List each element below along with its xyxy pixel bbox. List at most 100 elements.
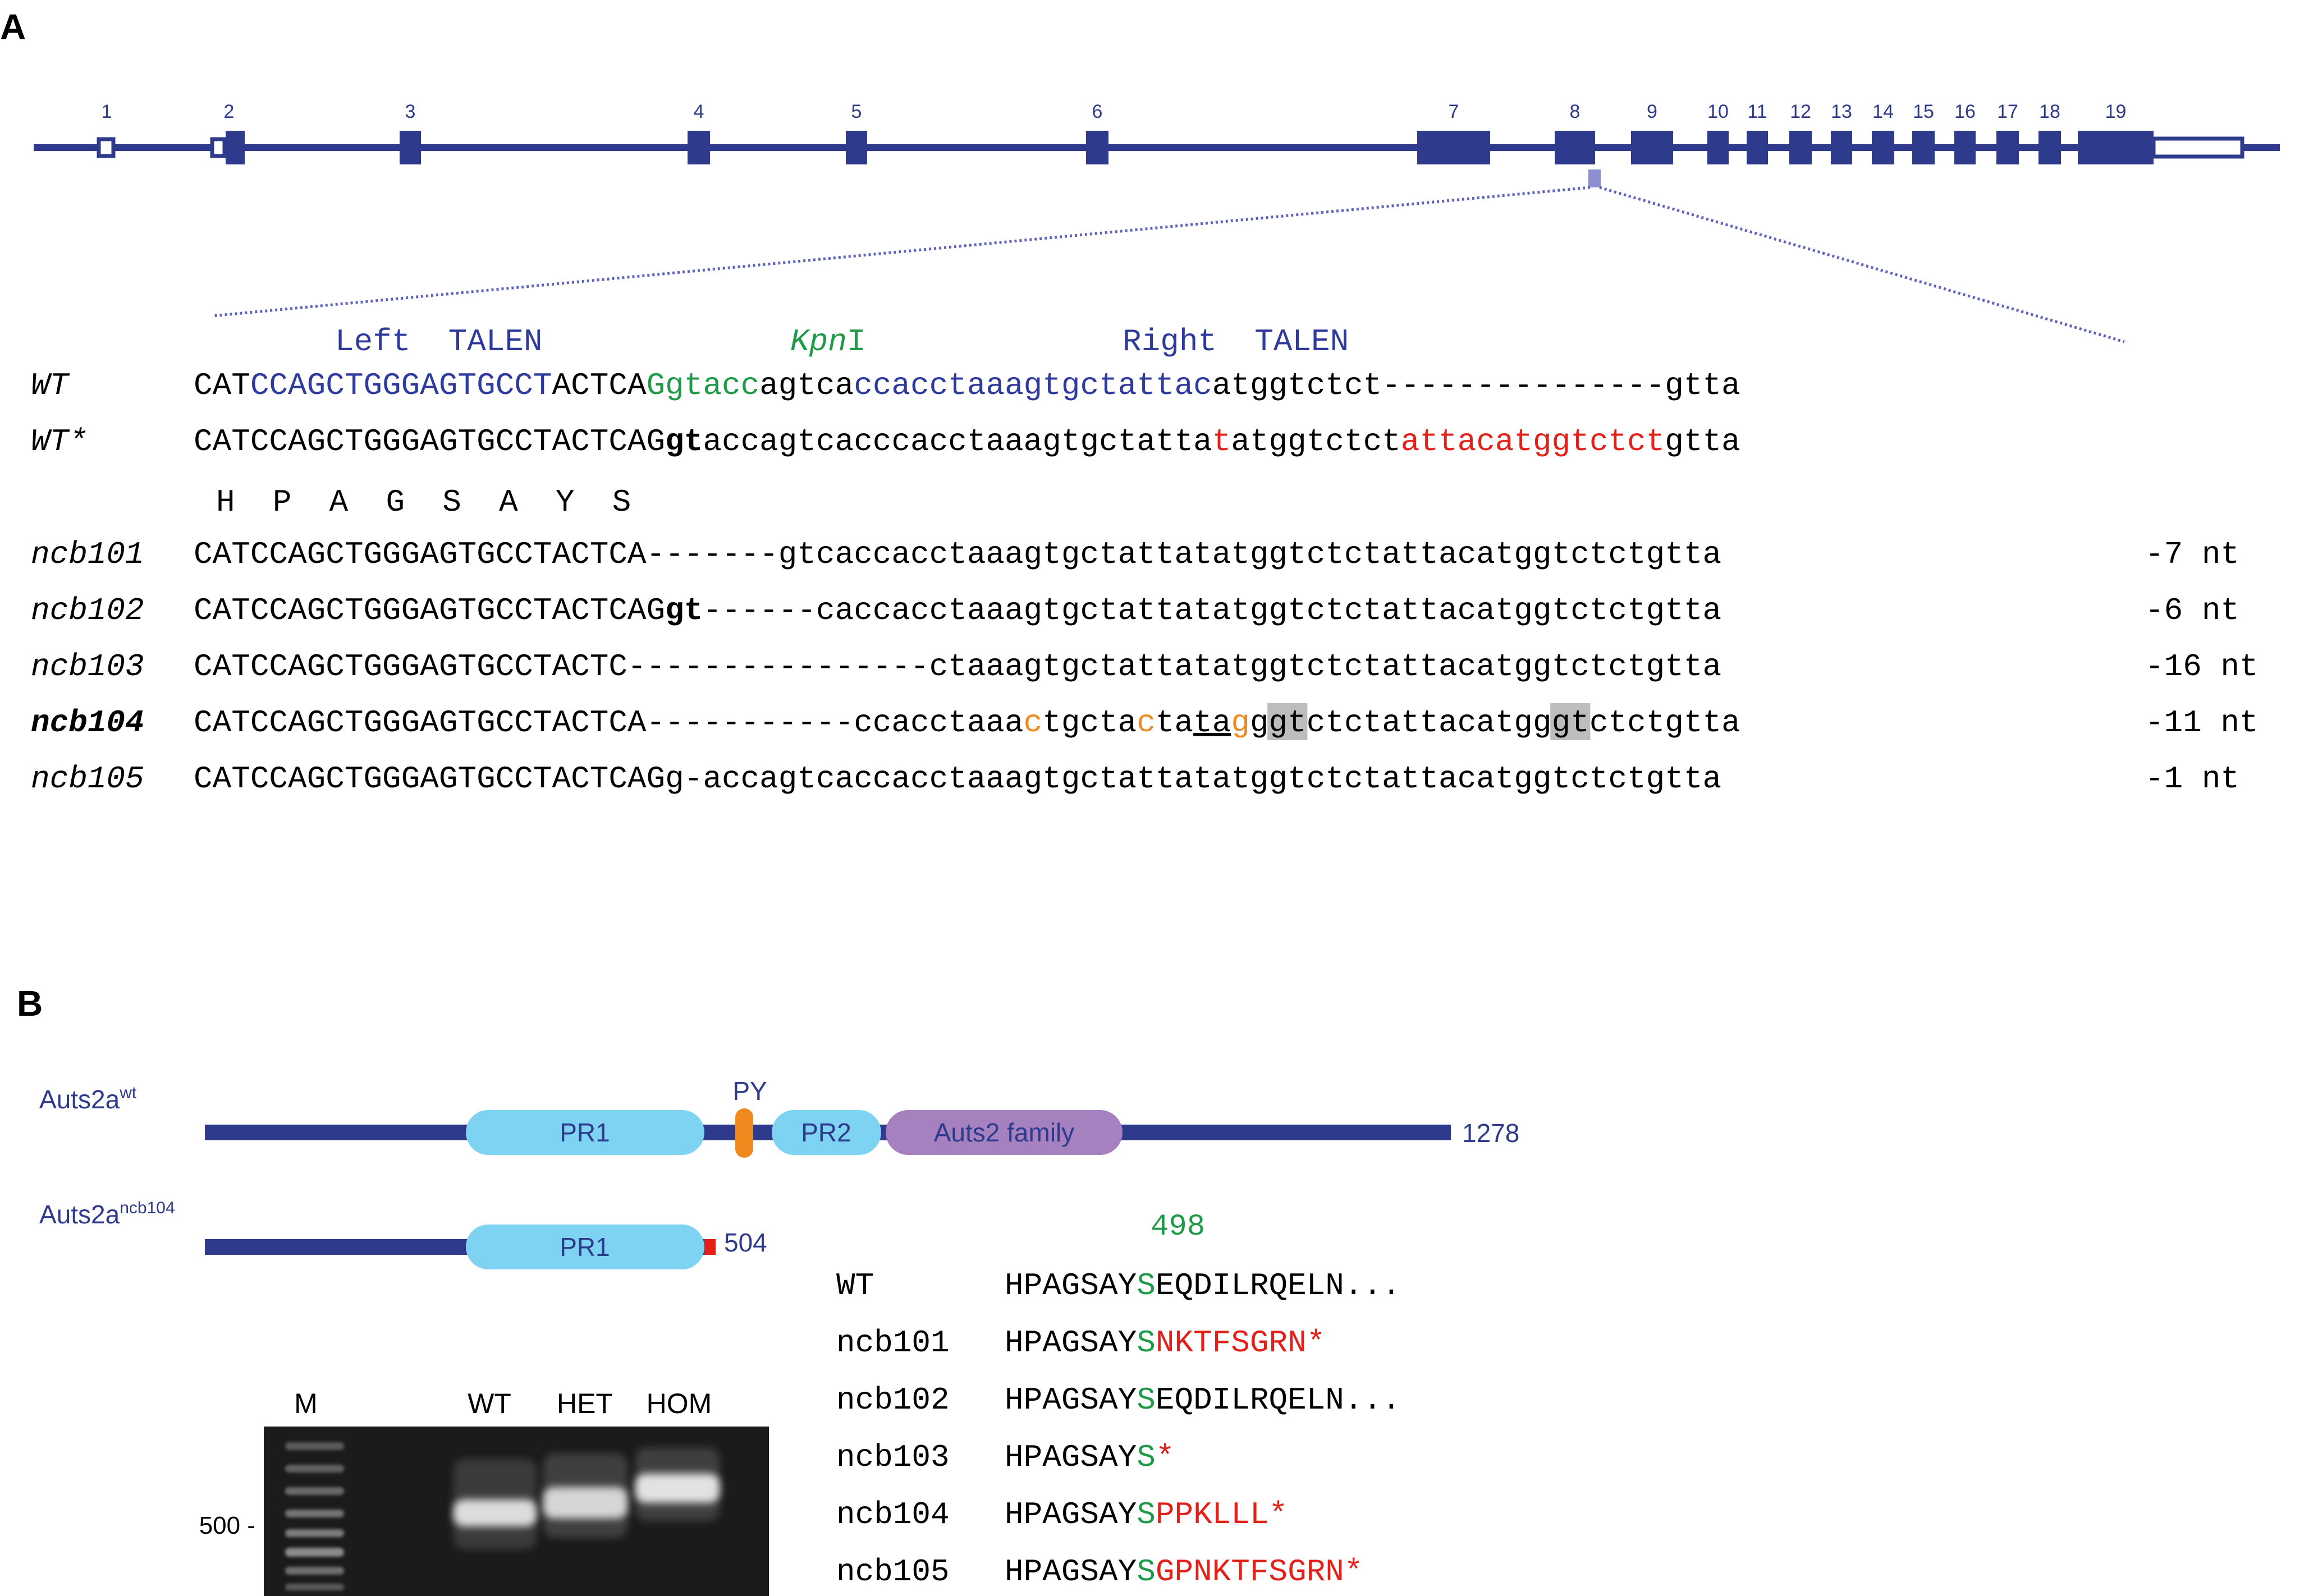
left-talen-label: Left TALEN xyxy=(335,324,543,360)
exon-number: 8 xyxy=(1570,101,1581,122)
protein-sequence: HPAGSAYSNKTFSGRN* xyxy=(1005,1325,1325,1361)
exon-number: 4 xyxy=(694,101,704,122)
exon-1 xyxy=(97,137,116,158)
wt-band xyxy=(453,1499,537,1526)
exon-number: 5 xyxy=(851,101,862,122)
auts2-family-label: Auts2 family xyxy=(934,1118,1075,1147)
frameshift-tail xyxy=(704,1239,716,1255)
sequence-segment: atggtctct xyxy=(1231,424,1400,460)
exon-coding xyxy=(1555,131,1595,164)
exon-14 xyxy=(1872,131,1894,164)
exon-utr xyxy=(210,137,227,158)
downstream-residues: EQDILRQELN... xyxy=(1156,1382,1401,1418)
ladder-band xyxy=(285,1442,344,1450)
conserved-residues: HPAGSAY xyxy=(1005,1382,1137,1418)
ladder-band xyxy=(285,1584,344,1590)
deletion-size: -6 nt xyxy=(2145,593,2239,629)
downstream-residues: EQDILRQELN... xyxy=(1156,1268,1401,1304)
exon-5 xyxy=(846,131,867,164)
conserved-residues: HPAGSAY xyxy=(1005,1497,1137,1533)
exon-2 xyxy=(210,131,245,164)
exon-coding xyxy=(1912,131,1935,164)
sequence-segment: gt xyxy=(1269,705,1307,741)
sequence-row: ncb102 CATCCAGCTGGGAGTGCCTACTCAGgt------c… xyxy=(31,593,2239,629)
wt-protein-base: Auts2a xyxy=(39,1085,120,1114)
downstream-residues: * xyxy=(1156,1439,1175,1475)
exon-6 xyxy=(1086,131,1108,164)
residue-498: S xyxy=(1137,1268,1156,1304)
allele-sequence: CATCCAGCTGGGAGTGCCTACTCAGgtaccagtcaccacc… xyxy=(194,368,1740,403)
exon-number: 1 xyxy=(102,101,112,122)
exon-number: 9 xyxy=(1647,101,1657,122)
exon-15 xyxy=(1912,131,1935,164)
sequence-segment: ta xyxy=(1193,705,1231,741)
ladder-band xyxy=(285,1529,344,1537)
protein-allele-name: ncb103 xyxy=(836,1439,950,1475)
exon-12 xyxy=(1789,131,1812,164)
deletion-size: -11 nt xyxy=(2145,705,2259,741)
protein-sequence: HPAGSAYSEQDILRQELN... xyxy=(1005,1382,1401,1418)
exon-8 xyxy=(1555,131,1595,164)
exon-coding xyxy=(1631,131,1673,164)
py-motif-label: PY xyxy=(732,1076,767,1106)
sequence-segment: g xyxy=(1231,705,1250,741)
exon-number: 19 xyxy=(2105,101,2127,122)
sequence-segment: gt xyxy=(665,424,703,460)
kpni-italic: Kpn xyxy=(790,324,847,360)
conserved-residues: HPAGSAY xyxy=(1005,1554,1137,1590)
ladder-band xyxy=(285,1465,344,1473)
exon-coding xyxy=(1831,131,1852,164)
zoom-line-left xyxy=(212,186,1591,318)
residue-498: S xyxy=(1137,1439,1156,1475)
exon-number: 13 xyxy=(1831,101,1852,122)
allele-sequence: CATCCAGCTGGGAGTGCCTACTCAGgt------caccacc… xyxy=(194,593,1721,629)
sequence-segment: CATCCAGCTGGGAGTGCCTACTCAGg-accagtcaccacc… xyxy=(194,761,1721,797)
sequence-segment: gtta xyxy=(1665,424,1740,460)
allele-label: WT* xyxy=(31,424,88,460)
ladder-band xyxy=(285,1510,344,1517)
sample-bands xyxy=(453,1448,720,1549)
gt-highlight xyxy=(1267,703,1308,740)
exon-number: 3 xyxy=(405,101,416,122)
zoom-indicator xyxy=(212,169,2125,343)
sequence-segment: CATCCAGCTGGGAGTGCCTACTCAG xyxy=(194,424,665,460)
zoom-line-right xyxy=(1599,186,2125,343)
allele-label: ncb105 xyxy=(31,761,144,797)
protein-allele-name: WT xyxy=(836,1268,874,1304)
exon-4 xyxy=(688,131,710,164)
deletion-size: -16 nt xyxy=(2145,649,2259,685)
allele-label: ncb102 xyxy=(31,593,144,629)
sequence-segment: CATCCAGCTGGGAGTGCCTACTCAG xyxy=(194,593,665,629)
het-band xyxy=(543,1487,627,1519)
residue-position: 498 xyxy=(1151,1210,1205,1244)
kpni-roman: I xyxy=(847,324,866,360)
downstream-residues: NKTFSGRN* xyxy=(1156,1325,1325,1361)
gel-lane-label: WT xyxy=(468,1388,511,1419)
sequence-segment: ------caccacctaaagtgctattatatggtctctatta… xyxy=(703,593,1721,629)
exon-coding xyxy=(2078,131,2154,164)
exon-11 xyxy=(1747,131,1768,164)
sequence-segment: ta xyxy=(1156,705,1193,741)
wt-protein-sup: wt xyxy=(119,1084,137,1102)
conserved-residues: HPAGSAY xyxy=(1005,1268,1137,1304)
exon-7 xyxy=(1417,131,1490,164)
residue-498: S xyxy=(1137,1497,1156,1533)
mut-pr1-label: PR1 xyxy=(560,1232,610,1262)
protein-sequence: HPAGSAYSGPNKTFSGRN* xyxy=(1005,1554,1363,1590)
pr2-domain xyxy=(772,1110,881,1155)
exon-number: 10 xyxy=(1707,101,1729,122)
kpni-label: KpnI xyxy=(790,324,865,360)
sequence-segment: g xyxy=(1250,705,1269,741)
zoom-marker xyxy=(1588,169,1601,187)
mut-protein-name: Auts2ancb104 xyxy=(39,1199,175,1229)
exon-9 xyxy=(1631,131,1673,164)
